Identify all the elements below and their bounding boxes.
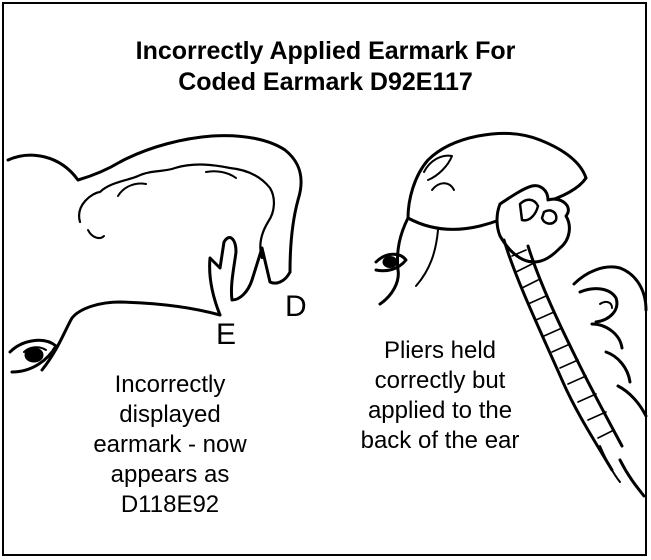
title-line-1: Incorrectly Applied Earmark For xyxy=(0,36,651,67)
right-caption-line: back of the ear xyxy=(330,426,550,456)
left-caption-line: Incorrectly xyxy=(60,370,280,400)
notch-label-d: D xyxy=(285,292,307,322)
sheep-head-icon xyxy=(8,136,301,372)
notch-label-e: E xyxy=(216,320,236,350)
left-caption: Incorrectly displayed earmark - now appe… xyxy=(60,370,280,520)
left-caption-line: earmark - now xyxy=(60,430,280,460)
right-caption-line: applied to the xyxy=(330,396,550,426)
title-line-2: Coded Earmark D92E117 xyxy=(0,67,651,98)
right-caption-line: Pliers held xyxy=(330,336,550,366)
left-caption-line: D118E92 xyxy=(60,490,280,520)
left-caption-line: appears as xyxy=(60,460,280,490)
right-caption: Pliers held correctly but applied to the… xyxy=(330,336,550,456)
right-caption-line: correctly but xyxy=(330,366,550,396)
left-caption-line: displayed xyxy=(60,400,280,430)
diagram-title: Incorrectly Applied Earmark For Coded Ea… xyxy=(0,36,651,98)
